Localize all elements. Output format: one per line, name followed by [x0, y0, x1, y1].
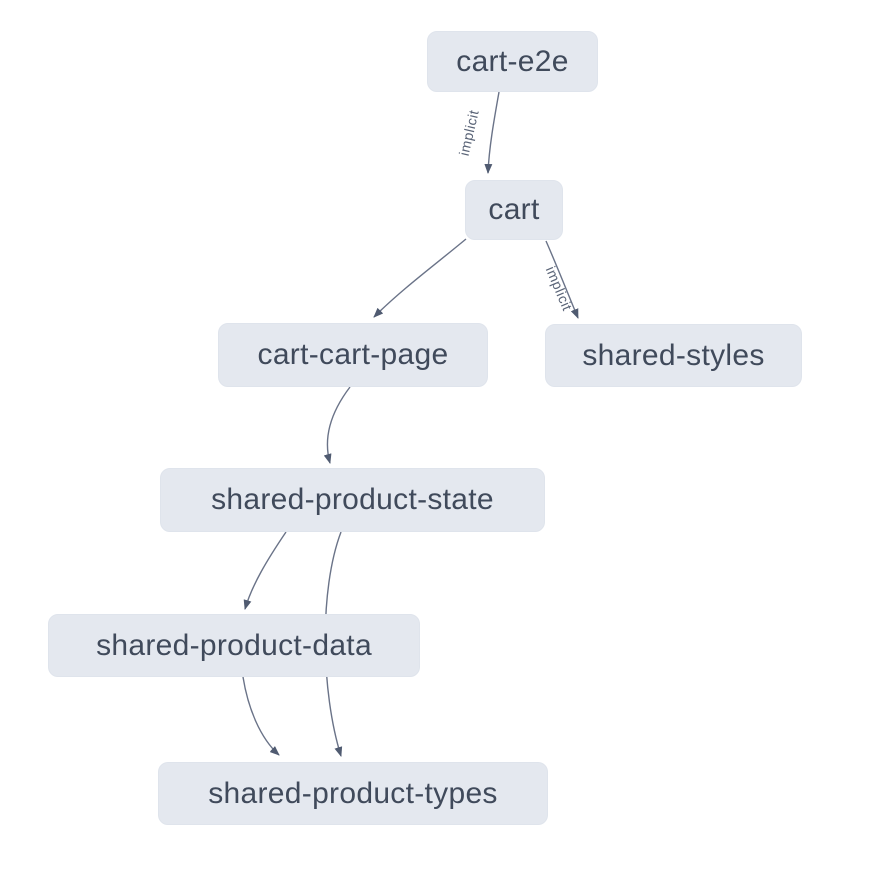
edge-cart-to-cart-cart-page[interactable]: [373, 238, 467, 318]
edge-label-implicit-cart-e2e: implicit: [456, 108, 482, 157]
edge-label-implicit-shared-styles: implicit: [543, 264, 576, 313]
node-cart-cart-page[interactable]: cart-cart-page: [218, 323, 488, 387]
node-label: cart-e2e: [456, 44, 569, 78]
node-label: shared-styles: [582, 338, 765, 372]
edge-cart-to-shared-styles[interactable]: [545, 240, 579, 319]
node-label: cart-cart-page: [257, 338, 449, 371]
node-shared-product-data[interactable]: shared-product-data: [48, 614, 420, 677]
node-shared-product-types[interactable]: shared-product-types: [158, 762, 548, 825]
node-shared-product-state[interactable]: shared-product-state: [160, 468, 545, 532]
edge-shared-product-state-to-shared-product-data[interactable]: [243, 531, 287, 610]
edge-cart-e2e-to-cart[interactable]: [484, 91, 500, 174]
node-label: shared-product-state: [211, 483, 494, 516]
edge-cart-cart-page-to-shared-product-state[interactable]: [323, 386, 351, 464]
node-label: shared-product-data: [96, 628, 372, 662]
edge-shared-product-data-to-shared-product-types[interactable]: [242, 676, 280, 756]
node-label: shared-product-types: [208, 776, 498, 810]
node-label: cart: [488, 193, 540, 226]
node-shared-styles[interactable]: shared-styles: [545, 324, 802, 387]
node-cart[interactable]: cart: [465, 180, 563, 240]
node-cart-e2e[interactable]: cart-e2e: [427, 31, 598, 92]
